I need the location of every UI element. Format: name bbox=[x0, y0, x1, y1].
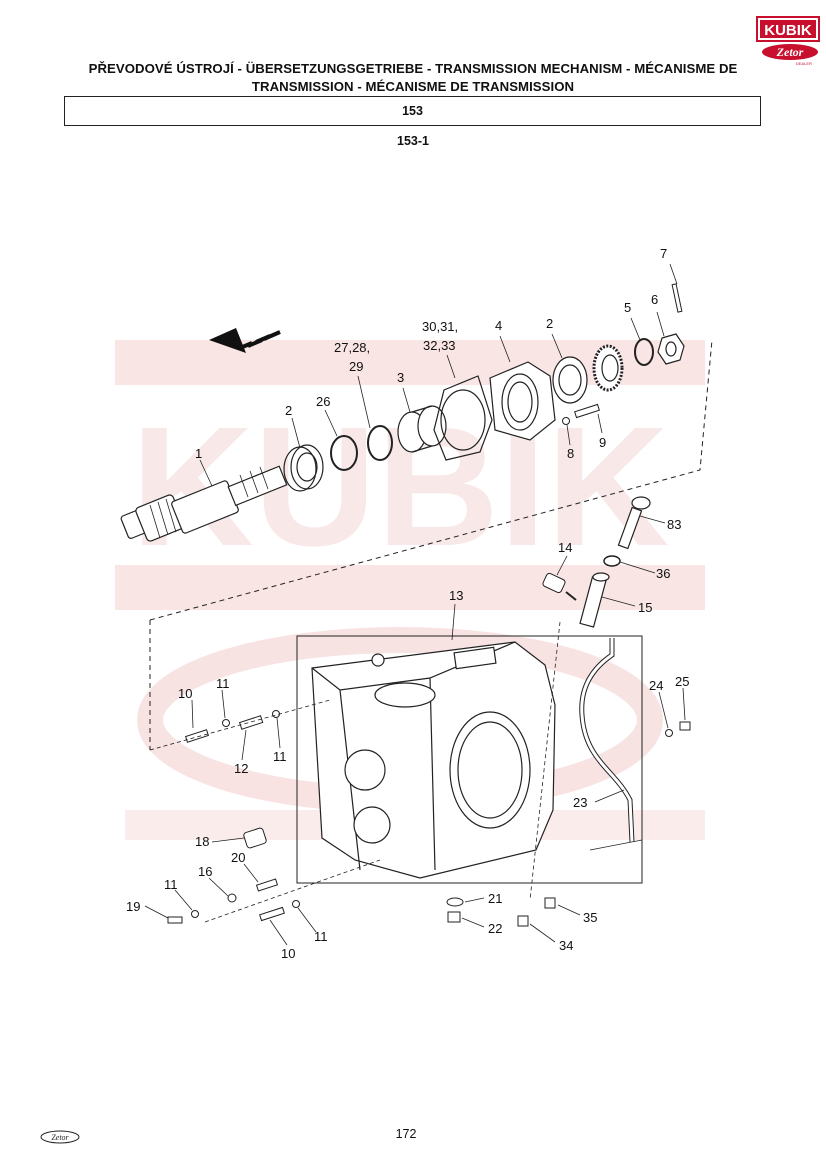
callout-16: 16 bbox=[198, 864, 212, 879]
direction-arrow bbox=[209, 328, 281, 353]
callout-5: 5 bbox=[624, 300, 631, 315]
callout-10-top: 10 bbox=[178, 686, 192, 701]
kubik-zetor-logo: KUBIK Zetor DEALER bbox=[756, 16, 820, 66]
footer-brand: Zetor bbox=[51, 1133, 69, 1142]
callout-2-left: 2 bbox=[285, 403, 292, 418]
callout-22: 22 bbox=[488, 921, 502, 936]
ring-26 bbox=[330, 435, 358, 471]
callout-1: 1 bbox=[195, 446, 202, 461]
logo-brand-top: KUBIK bbox=[764, 22, 812, 39]
callout-11-bottom: 11 bbox=[314, 929, 328, 944]
title-line-1: PŘEVODOVÉ ÚSTROJÍ - ÜBERSETZUNGSGETRIEBE… bbox=[88, 61, 738, 76]
callout-35: 35 bbox=[583, 910, 597, 925]
shaft-group-frame bbox=[149, 339, 713, 750]
gear bbox=[592, 344, 624, 392]
logo-tagline: DEALER bbox=[796, 61, 812, 66]
callout-14: 14 bbox=[558, 540, 572, 555]
callout-32-33: 32,33 bbox=[423, 338, 456, 353]
callout-24: 24 bbox=[649, 678, 663, 693]
callout-19: 19 bbox=[126, 899, 140, 914]
callout-2-right: 2 bbox=[546, 316, 553, 331]
callout-12: 12 bbox=[234, 761, 248, 776]
callout-11-mid: 11 bbox=[273, 749, 287, 764]
logo-brand-bottom: Zetor bbox=[776, 45, 804, 59]
o-ring-36 bbox=[603, 555, 621, 567]
bolt-9 bbox=[562, 403, 600, 425]
callout-10-bottom: 10 bbox=[281, 946, 295, 961]
callouts: 7 5 6 30,31, 32,33 4 2 27,28, 29 3 2 26 … bbox=[126, 246, 689, 961]
shim-27 bbox=[367, 425, 393, 461]
leader-lines bbox=[144, 263, 686, 946]
callout-6: 6 bbox=[651, 292, 658, 307]
bearing-housing-4 bbox=[489, 361, 556, 441]
washer-5 bbox=[634, 338, 654, 366]
group-code-box: 153 bbox=[64, 96, 761, 126]
footer-zetor-logo: Zetor bbox=[40, 1130, 80, 1144]
callout-15: 15 bbox=[638, 600, 652, 615]
nut-6 bbox=[657, 333, 685, 365]
callout-11-left: 11 bbox=[164, 877, 178, 892]
page-title: PŘEVODOVÉ ÚSTROJÍ - ÜBERSETZUNGSGETRIEBE… bbox=[60, 60, 766, 96]
callout-83: 83 bbox=[667, 517, 681, 532]
callout-7: 7 bbox=[660, 246, 667, 261]
callout-3: 3 bbox=[397, 370, 404, 385]
subgroup-code: 153-1 bbox=[397, 134, 429, 148]
main-shaft bbox=[120, 465, 288, 542]
callout-29: 29 bbox=[349, 359, 363, 374]
callout-36: 36 bbox=[656, 566, 670, 581]
gearbox-housing-13 bbox=[296, 635, 643, 884]
page-number: 172 bbox=[395, 1127, 417, 1141]
callout-25: 25 bbox=[675, 674, 689, 689]
drive-83 bbox=[617, 496, 651, 550]
callout-20: 20 bbox=[231, 850, 245, 865]
bearing-right bbox=[552, 356, 588, 404]
switch-14 bbox=[542, 572, 577, 601]
callout-30-31: 30,31, bbox=[422, 319, 458, 334]
title-line-2: TRANSMISSION - MÉCANISME DE TRANSMISSION bbox=[251, 79, 575, 94]
callout-9: 9 bbox=[599, 435, 606, 450]
gasket-30 bbox=[433, 375, 493, 461]
callout-34: 34 bbox=[559, 938, 573, 953]
callout-21: 21 bbox=[488, 891, 502, 906]
callout-23: 23 bbox=[573, 795, 587, 810]
sleeve-3 bbox=[397, 405, 447, 453]
bearing-left bbox=[283, 444, 324, 492]
callout-18: 18 bbox=[195, 834, 209, 849]
callout-11-top: 11 bbox=[216, 676, 230, 691]
callout-4: 4 bbox=[495, 318, 502, 333]
callout-13: 13 bbox=[449, 588, 463, 603]
hardware-bottom bbox=[446, 897, 556, 927]
callout-8: 8 bbox=[567, 446, 574, 461]
assembly-axes bbox=[149, 621, 643, 923]
sleeve-15 bbox=[579, 572, 610, 628]
hardware-left bbox=[167, 710, 691, 924]
callout-27-28: 27,28, bbox=[334, 340, 370, 355]
cotter-pin-7 bbox=[671, 283, 683, 313]
callout-26: 26 bbox=[316, 394, 330, 409]
